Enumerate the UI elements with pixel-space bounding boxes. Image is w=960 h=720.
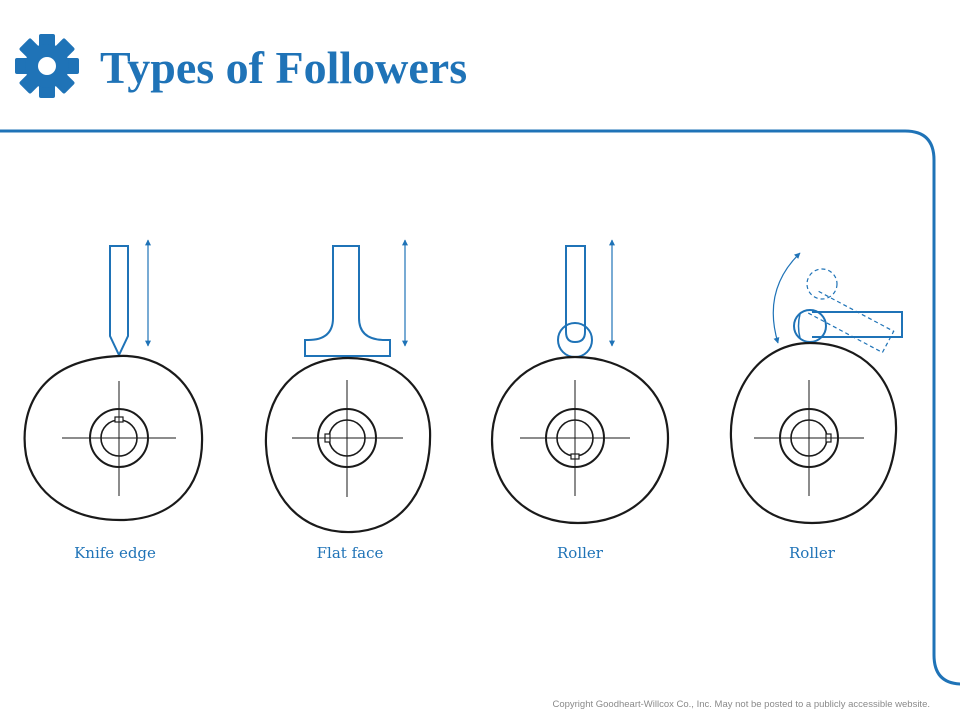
- caption-knife-edge: Knife edge: [74, 544, 156, 562]
- slide-title: Types of Followers: [100, 42, 468, 93]
- caption-roller-swing: Roller: [789, 544, 835, 562]
- caption-roller: Roller: [557, 544, 603, 562]
- swing-roller-cam: [729, 341, 898, 525]
- roller-follower: [557, 239, 615, 358]
- knife-edge-follower: [109, 239, 151, 358]
- copyright-notice: Copyright Goodheart-Willcox Co., Inc. Ma…: [552, 699, 930, 710]
- knife-edge-cam: [23, 354, 204, 522]
- flat-face-cam: [264, 356, 432, 534]
- gear-icon: [15, 34, 79, 98]
- swing-roller-follower: [772, 252, 903, 354]
- roller-cam: [490, 355, 670, 525]
- caption-flat-face: Flat face: [316, 544, 384, 562]
- flat-face-follower: [304, 239, 408, 357]
